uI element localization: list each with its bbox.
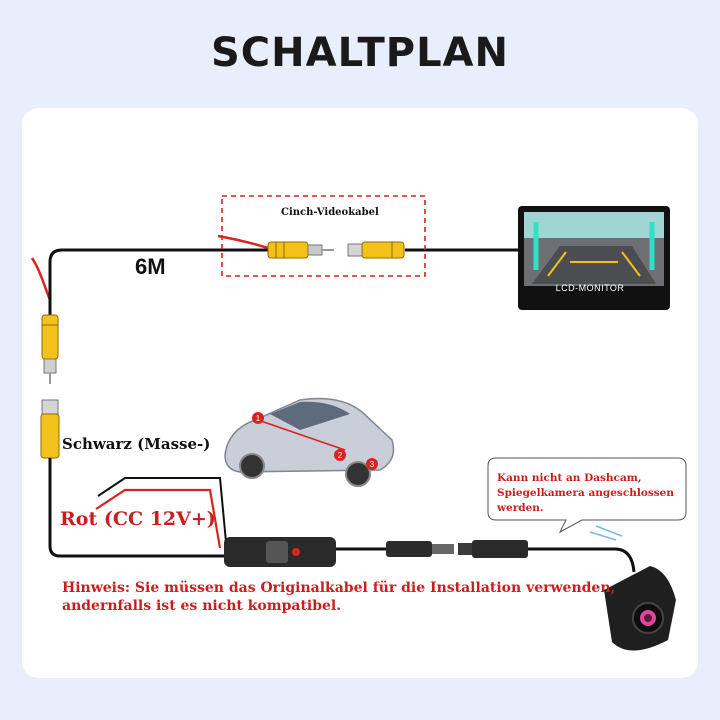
lcd-monitor (518, 206, 670, 310)
rear-camera (604, 566, 676, 651)
cable-length-label: 6M (135, 254, 166, 279)
car-marker-label-3: 3 (370, 460, 375, 469)
installation-note: Hinweis: Sie müssen das Originalkabel fü… (62, 580, 616, 614)
harness-box (224, 537, 336, 567)
monitor-label: LCD-MONITOR (555, 283, 625, 293)
warning-text: Kann nicht an Dashcam, Spiegelkamera ang… (497, 472, 674, 514)
rca-plug-left-male (41, 314, 59, 384)
car-illustration: 1 2 3 (224, 397, 395, 487)
cable-to-camera (528, 547, 636, 573)
car-marker-label-2: 2 (338, 451, 343, 460)
car-marker-1 (252, 412, 264, 424)
ground-wire (97, 477, 227, 543)
car-marker-2 (334, 449, 346, 461)
car-marker-3 (366, 458, 378, 470)
rca-plug-top-male (267, 241, 334, 259)
rca-plug-top-female (347, 241, 405, 259)
red-wire-stub (30, 257, 52, 301)
warning-bubble (487, 457, 687, 534)
red-wire-label: Rot (CC 12V+) (60, 508, 216, 530)
diagram-title: SCHALTPLAN (211, 30, 509, 76)
car-marker-label-1: 1 (256, 414, 261, 423)
signal-lines (589, 525, 623, 541)
black-wire-label: Schwarz (Masse-) (62, 435, 211, 453)
lower-cable (48, 458, 228, 558)
red-wire-top (217, 234, 269, 250)
cinch-cable-label: Cinch-Videokabel (281, 207, 379, 218)
rca-plug-left-female (40, 399, 60, 459)
inline-connector (386, 540, 528, 558)
cinch-box (221, 195, 426, 277)
main-cable (48, 248, 270, 330)
power-wire (95, 488, 222, 549)
diagram-panel (22, 108, 698, 678)
